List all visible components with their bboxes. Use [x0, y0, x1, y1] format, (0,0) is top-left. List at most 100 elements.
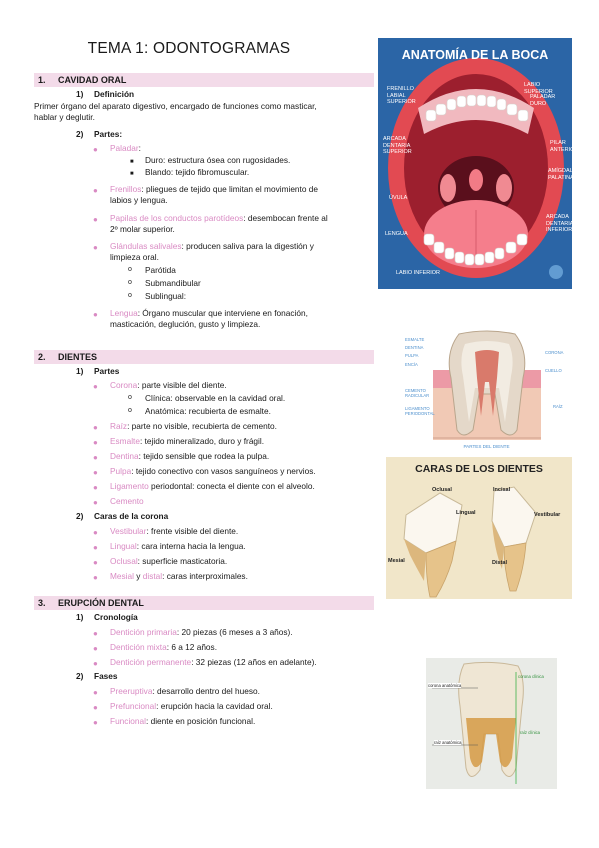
tooth-parts-illustration: ESMALTE DENTINA PULPA ENCÍA CEMENTO RADI… [403, 330, 570, 454]
bullet-icon: ● [93, 438, 98, 447]
list-item-preeruptiva: Preeruptiva: desarrollo dentro del hueso… [110, 686, 260, 696]
tooth-label: CUELLO [545, 368, 562, 373]
list-item-anatomica: Anatómica: recubierta de esmalte. [145, 406, 271, 416]
list-item-mixta: Dentición mixta: 6 a 12 años. [110, 642, 217, 652]
subheading-caras: 2)Caras de la corona [76, 511, 169, 521]
tooth-faces-illustration: CARAS DE LOS DIENTES Oclusal Incisal Lin… [386, 457, 572, 599]
bullet-icon: ● [93, 659, 98, 668]
face-label: Incisal [493, 487, 511, 493]
list-item-duro: Duro: estructura ósea con rugosidades. [145, 155, 291, 165]
list-item-parotida: Parótida [145, 265, 176, 275]
tooth-label: CORONA [545, 350, 564, 355]
tooth-labels-left: ESMALTE DENTINA PULPA ENCÍA [405, 336, 424, 369]
face-label: Lingual [456, 510, 476, 516]
tooth-label: ESMALTE [405, 337, 425, 342]
list-item-sublingual: Sublingual: [145, 291, 187, 301]
tooth-label: DENTINA [405, 345, 424, 351]
list-item-frenillos-cont: labios y lengua. [110, 195, 168, 205]
face-label: Distal [492, 560, 507, 566]
list-item-vestibular: Vestibular: frente visible del diente. [110, 526, 239, 536]
list-item-glandulas-cont: limpieza oral. [110, 252, 159, 262]
subheading-partes: 2)Partes: [76, 129, 123, 139]
tooth-label: LIGAMENTO PERIODONTAL [405, 406, 435, 416]
list-item-clinica: Clínica: observable en la cavidad oral. [145, 393, 286, 403]
subheading-fases: 2)Fases [76, 671, 118, 681]
bullet-icon: ● [93, 703, 98, 712]
tooth-label: CEMENTO RADICULAR [405, 388, 430, 398]
bullet-icon: ● [93, 558, 98, 567]
list-item-blando: Blando: tejido fibromuscular. [145, 167, 250, 177]
bullet-icon: ● [93, 629, 98, 638]
mouth-label: LABIO INFERIOR [396, 270, 441, 276]
face-label: Mesial [388, 558, 405, 564]
list-item-corona: Corona: parte visible del diente. [110, 380, 227, 390]
section-number: 3. [38, 598, 46, 608]
list-item-prefuncional: Prefuncional: erupción hacia la cavidad … [110, 701, 273, 711]
list-item-papilas-cont: 2º molar superior. [110, 224, 175, 234]
circle-bullet-icon: o [128, 394, 132, 401]
list-item-frenillos: Frenillos: pliegues de tejido que limita… [110, 184, 319, 194]
list-item-pulpa: Pulpa: tejido conectivo con vasos sanguí… [110, 466, 316, 476]
bullet-icon: ● [93, 483, 98, 492]
tooth-label: RAÍZ [553, 404, 563, 409]
list-item-lengua: Lengua: Órgano muscular que interviene e… [110, 308, 308, 318]
molar-photo: corona anatómica corona clínica raíz ana… [426, 658, 557, 789]
subheading-cronologia: 1)Cronología [76, 612, 138, 622]
bullet-icon: ● [93, 718, 98, 727]
faces-image-title: CARAS DE LOS DIENTES [415, 463, 543, 475]
bullet-icon: ● [93, 573, 98, 582]
bullet-icon: ● [93, 468, 98, 477]
bullet-icon: ● [93, 543, 98, 552]
list-item-permanente: Dentición permanente: 32 piezas (12 años… [110, 657, 317, 667]
section-title: ERUPCIÓN DENTAL [58, 598, 144, 608]
mouth-label: ARCADA DENTARIA SUPERIOR [383, 136, 412, 155]
face-label: Vestibular [534, 512, 561, 518]
section-title: DIENTES [58, 352, 98, 362]
bullet-icon: ● [93, 310, 98, 319]
list-item-raiz: Raíz: parte no visible, recubierta de ce… [110, 421, 277, 431]
molar-label: raíz clínica [520, 730, 541, 735]
list-item-papilas: Papilas de los conductos parotídeos: des… [110, 213, 328, 223]
circle-bullet-icon: o [128, 407, 132, 414]
section-number: 1. [38, 75, 46, 85]
mouth-image-title: ANATOMÍA DE LA BOCA [401, 48, 549, 62]
mouth-label: ÚVULA [389, 195, 408, 201]
molar-label: corona clínica [518, 674, 544, 679]
mouth-label: LENGUA [385, 231, 408, 237]
section-header-dientes: 2. DIENTES [34, 350, 374, 364]
bullet-icon: ● [93, 215, 98, 224]
list-item-glandulas: Glándulas salivales: producen saliva par… [110, 241, 314, 251]
list-item-dentina: Dentina: tejido sensible que rodea la pu… [110, 451, 270, 461]
square-bullet-icon: ■ [130, 159, 134, 165]
mouth-label: PILAR ANTERIOR [550, 140, 572, 153]
list-item-lengua-cont: masticación, deglución, gusto y limpieza… [110, 319, 261, 329]
list-item-lingual: Lingual: cara interna hacia la lengua. [110, 541, 246, 551]
bullet-icon: ● [93, 423, 98, 432]
mouth-label: LABIO SUPERIOR [524, 82, 553, 95]
bullet-icon: ● [93, 186, 98, 195]
mouth-anatomy-illustration: ANATOMÍA DE LA BOCA FRENILLO LABIAL SUPE… [378, 38, 572, 289]
bullet-icon: ● [93, 243, 98, 252]
subheading-definicion: 1)Definición [76, 89, 135, 99]
bullet-icon: ● [93, 145, 98, 154]
tooth-label: PULPA [405, 353, 419, 359]
subheading-partes-diente: 1)Partes [76, 366, 120, 376]
definition-text-line-2: hablar y deglutir. [34, 112, 95, 122]
bullet-icon: ● [93, 498, 98, 507]
mouth-label: FRENILLO LABIAL SUPERIOR [387, 86, 416, 105]
page-title: TEMA 1: ODONTOGRAMAS [87, 40, 291, 57]
list-item-cemento: Cemento [110, 496, 144, 506]
molar-label: corona anatómica [428, 683, 462, 688]
section-title: CAVIDAD ORAL [58, 75, 127, 85]
bullet-icon: ● [93, 453, 98, 462]
definition-text-line-1: Primer órgano del aparato digestivo, enc… [34, 101, 317, 111]
mouth-label: PALADAR DURO [530, 94, 556, 107]
circle-bullet-icon: o [128, 292, 132, 299]
bullet-icon: ● [93, 644, 98, 653]
bullet-icon: ● [93, 528, 98, 537]
circle-bullet-icon: o [128, 279, 132, 286]
section-number: 2. [38, 352, 46, 362]
mouth-label: AMÍGDALA PALATINA [548, 168, 572, 181]
list-item-submandibular: Submandibular [145, 278, 201, 288]
mouth-label: ARCADA DENTARIA INFERIOR [546, 214, 572, 233]
